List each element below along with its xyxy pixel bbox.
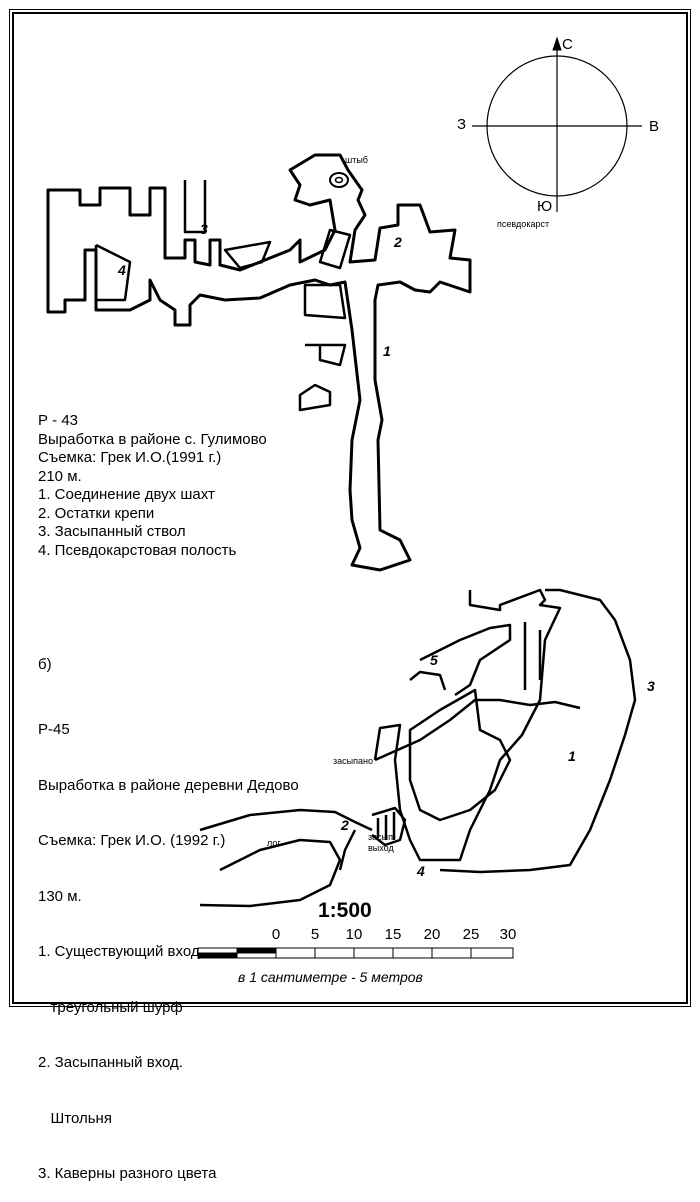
- marker-2: 2: [394, 234, 402, 250]
- marker-5: 5: [430, 652, 438, 668]
- legend-title: Выработка в районе с. Гулимово: [38, 430, 267, 448]
- legend-code: Р - 43: [38, 412, 79, 429]
- compass-south-label: Ю: [537, 198, 553, 215]
- legend-item: треугольный шурф: [38, 998, 183, 1016]
- north-arrow-icon: [552, 36, 562, 51]
- marker-4: 4: [417, 863, 425, 879]
- label-zasyp: засып.: [368, 832, 396, 842]
- compass-north-label: С: [562, 36, 573, 53]
- compass-east-label: В: [649, 118, 660, 135]
- legend-title: Выработка в районе деревни Дедово: [38, 776, 299, 794]
- legend-survey: Съемка: Грек И.О.(1991 г.): [38, 449, 222, 466]
- label-zasypano: засыпано: [333, 756, 373, 766]
- legend-item: 1. Соединение двух шахт: [38, 486, 215, 503]
- legend-item: Штольня: [38, 1109, 112, 1127]
- legend-survey: Съемка: Грек И.О. (1992 г.): [38, 832, 226, 849]
- marker-2: 2: [341, 817, 349, 833]
- legend-item: 3. Каверны разного цвета: [38, 1165, 217, 1182]
- legend-item: 3. Засыпанный ствол: [38, 523, 186, 540]
- compass-rose: [472, 36, 642, 212]
- scale-tick: 15: [384, 926, 402, 943]
- cave-maps-drawing: [46, 36, 642, 959]
- cave-plan-p43: [46, 153, 472, 572]
- section-label: б): [38, 656, 52, 673]
- map-frame: [9, 9, 691, 1007]
- legend-item: 2. Засыпанный вход.: [38, 1054, 183, 1071]
- scale-caption: в 1 сантиметре - 5 метров: [238, 969, 423, 985]
- marker-1: 1: [383, 343, 391, 359]
- marker-1: 1: [568, 748, 576, 764]
- label-vykhod: выход: [368, 843, 394, 853]
- label-shtyb: штыб: [345, 155, 368, 165]
- legend-item: 4. Псевдокарстовая полость: [38, 541, 237, 559]
- scale-ratio: 1:500: [318, 899, 372, 922]
- compass-west-label: З: [457, 116, 467, 133]
- legend-item: 1. Существующий вход: [38, 943, 200, 960]
- label-pseudokarst: псевдокарст: [497, 219, 550, 229]
- scale-bar: [197, 947, 514, 959]
- label-log: лог: [267, 838, 281, 848]
- scale-tick: 10: [345, 926, 363, 943]
- marker-4: 4: [118, 262, 126, 278]
- legend-code: Р-45: [38, 721, 70, 738]
- legend-length: 130 м.: [38, 887, 82, 905]
- legend-item: 2. Остатки крепи: [38, 504, 155, 522]
- scale-tick: 0: [271, 926, 281, 943]
- marker-3: 3: [647, 678, 655, 694]
- legend-p43: Р - 43 Выработка в районе с. Гулимово Съ…: [38, 412, 267, 560]
- scale-tick: 5: [310, 926, 320, 943]
- marker-3: 3: [200, 221, 208, 237]
- scale-tick: 20: [423, 926, 441, 943]
- legend-p45: Р-45 Выработка в районе деревни Дедово С…: [38, 684, 299, 1202]
- scale-tick: 30: [499, 926, 517, 943]
- cave-plan-p45: [199, 588, 637, 908]
- legend-length: 210 м.: [38, 467, 82, 485]
- scale-tick: 25: [462, 926, 480, 943]
